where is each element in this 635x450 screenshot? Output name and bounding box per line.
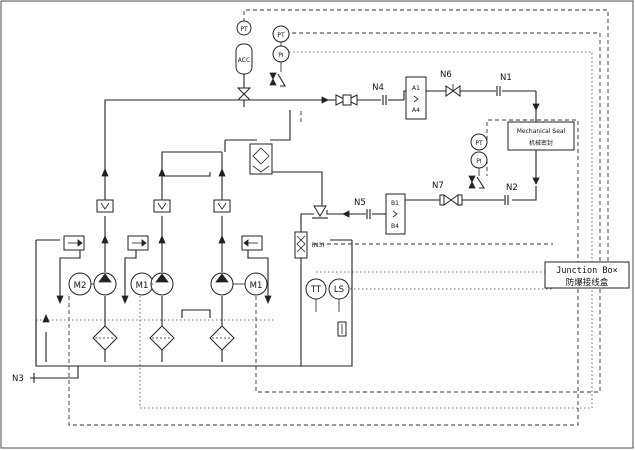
gate-valve-n4 [335,94,358,106]
motor-m1-a: M1 [130,272,154,296]
pressure-instruments-top: PT PI [269,25,290,87]
mechanical-seal-label-cn: 机械密封 [529,139,553,147]
signal-lines [36,9,609,426]
motor-m1-b: M1 [244,272,268,296]
svg-text:PI: PI [278,52,284,59]
svg-text:PT: PT [475,140,483,147]
filter-2-icon [149,325,175,351]
svg-text:M1: M1 [250,281,263,291]
pressure-transmitter-top: PT [236,20,252,36]
level-switch: LS [328,278,350,312]
pressure-instruments-right: PT PI [468,133,488,189]
relief-valve-3 [241,235,263,251]
svg-text:PT: PT [277,32,285,39]
mechanical-seal-box: Mechanical Seal 机械密封 [507,121,575,151]
flange-n4: N4 [372,83,387,105]
check-valve-2 [153,199,171,213]
svg-text:TT: TT [310,285,322,295]
accumulator-icon: ACC [235,43,253,75]
svg-text:N2: N2 [506,183,518,193]
mechanical-seal-label-en: Mechanical Seal [517,128,566,135]
svg-text:M2: M2 [74,281,87,291]
valve-n7: N7 [432,181,463,206]
svg-text:(N3): (N3) [312,242,325,249]
svg-text:A1: A1 [412,85,420,92]
valve-n6: N6 [440,70,461,97]
svg-text:N7: N7 [432,181,444,191]
svg-text:N5: N5 [354,198,366,208]
svg-text:A4: A4 [412,107,420,114]
temperature-transmitter: TT [305,278,327,312]
pump-2-icon [150,272,174,296]
filter-1-icon [92,325,118,351]
svg-text:PT: PT [240,26,248,33]
acc-label: ACC [238,57,250,64]
relief-valve-1 [63,235,85,251]
junction-box-label-en: Junction Bo× [556,266,617,276]
pump-3-icon [210,272,245,296]
svg-text:B1: B1 [391,200,399,207]
svg-text:N4: N4 [372,83,384,93]
return-check-valve-icon [312,205,328,219]
flange-n2: N2 [504,183,518,205]
relief-valve-2 [127,235,149,251]
svg-text:B4: B4 [391,223,399,230]
svg-text:PI: PI [476,158,482,165]
n3-label: N3 [12,374,24,384]
svg-text:LS: LS [334,285,344,295]
pipe-network [30,44,540,383]
junction-box-label-cn: 防爆接线盒 [566,277,609,288]
flange-n5: N5 [354,198,371,219]
seal-inlet-block-a: A1 A4 [405,76,427,120]
filter-3-icon [209,325,235,351]
thermostatic-valve-icon: (N3) [294,231,325,259]
cooler-icon [249,143,273,175]
svg-text:N6: N6 [440,70,452,80]
flange-n1: N1 [496,73,512,96]
junction-box: Junction Bo× 防爆接线盒 [544,261,630,289]
seal-outlet-block-b: B1 B4 [385,193,406,235]
pump-1-icon [91,272,117,296]
motor-m2: M2 [68,272,92,296]
svg-text:M1: M1 [136,281,149,291]
svg-text:N1: N1 [500,73,512,83]
check-valve-3 [213,199,231,213]
check-valve-1 [96,199,114,213]
accumulator-valve-icon [236,87,252,101]
